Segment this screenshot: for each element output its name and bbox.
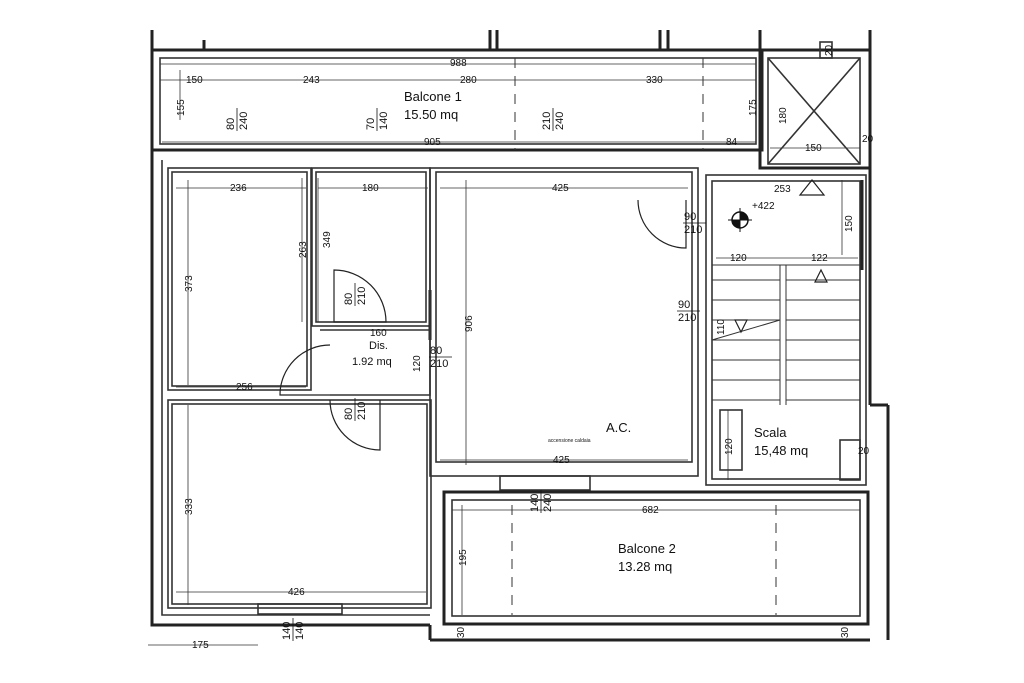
ac-label: A.C. bbox=[606, 420, 631, 435]
dim-682: 682 bbox=[642, 505, 659, 516]
dim-236: 236 bbox=[230, 183, 247, 194]
dim-180: 180 bbox=[362, 183, 379, 194]
dim-905: 905 bbox=[424, 137, 441, 148]
dis-area: 1.92 mq bbox=[352, 356, 392, 368]
balcone-2-outline bbox=[442, 490, 870, 626]
dim-160: 160 bbox=[370, 328, 387, 339]
dim-349: 349 bbox=[322, 231, 333, 248]
balcone-2-label: Balcone 2 bbox=[618, 541, 676, 556]
dim-120-dis: 120 bbox=[412, 355, 423, 372]
opening-width: 90 bbox=[678, 299, 690, 311]
dim-150-stair: 150 bbox=[805, 143, 822, 154]
bedroom-2-walls bbox=[167, 399, 432, 615]
dim-906: 906 bbox=[464, 315, 475, 332]
stair-shaft-box bbox=[758, 41, 872, 170]
dim-120-scala: 120 bbox=[724, 438, 735, 455]
dim-20-c: 20 bbox=[858, 446, 870, 457]
opening-width: 80 bbox=[225, 118, 237, 130]
dim-20-b: 20 bbox=[862, 134, 874, 145]
dis-label: Dis. bbox=[369, 340, 388, 352]
opening-height: 240 bbox=[238, 112, 250, 130]
dimension-lines bbox=[148, 63, 860, 646]
dim-253: 253 bbox=[774, 184, 791, 195]
opening-height: 210 bbox=[684, 224, 702, 236]
opening-height: 140 bbox=[378, 112, 390, 130]
opening-width: 80 bbox=[430, 345, 442, 357]
dim-120-stair: 120 bbox=[730, 253, 747, 264]
scala-label: Scala bbox=[754, 425, 787, 440]
opening-width: 80 bbox=[343, 408, 355, 420]
opening-height: 210 bbox=[356, 402, 368, 420]
dim-426: 426 bbox=[288, 587, 305, 598]
dim-150-v: 150 bbox=[844, 215, 855, 232]
opening-width: 140 bbox=[529, 494, 541, 512]
dim-180-stair: 180 bbox=[778, 107, 789, 124]
dim-373: 373 bbox=[184, 275, 195, 292]
top-wall-stubs bbox=[150, 30, 872, 50]
dashed-guide-lines bbox=[511, 58, 777, 615]
dim-256: 256 bbox=[236, 382, 253, 393]
balcone-1-area: 15.50 mq bbox=[404, 107, 458, 122]
opening-height: 140 bbox=[294, 622, 306, 640]
dim-333: 333 bbox=[184, 498, 195, 515]
dim-30-a: 30 bbox=[456, 626, 467, 638]
dim-175-bottom: 175 bbox=[192, 640, 209, 651]
level-value: +422 bbox=[752, 201, 775, 212]
dim-84: 84 bbox=[726, 137, 738, 148]
living-room-walls bbox=[429, 167, 699, 491]
balcone-2-area: 13.28 mq bbox=[618, 559, 672, 574]
dim-122-stair: 122 bbox=[811, 253, 828, 264]
stair-area bbox=[705, 174, 867, 486]
balcone-1-label: Balcone 1 bbox=[404, 89, 462, 104]
opening-height: 240 bbox=[542, 494, 554, 512]
level-symbol bbox=[728, 208, 752, 232]
dim-425-ac: 425 bbox=[553, 455, 570, 466]
dim-175-stair: 175 bbox=[748, 99, 759, 116]
ac-small-label: accensione caldaia bbox=[548, 438, 591, 444]
dim-30-b: 30 bbox=[840, 626, 851, 638]
dim-243: 243 bbox=[303, 75, 320, 86]
dim-425-top: 425 bbox=[552, 183, 569, 194]
opening-width: 70 bbox=[365, 118, 377, 130]
opening-height: 240 bbox=[554, 112, 566, 130]
opening-height: 210 bbox=[430, 358, 448, 370]
opening-width: 210 bbox=[541, 112, 553, 130]
dim-110: 110 bbox=[716, 319, 727, 335]
main-outer-wall bbox=[150, 150, 890, 642]
bedroom-1-walls bbox=[167, 167, 312, 391]
opening-width: 80 bbox=[343, 293, 355, 305]
opening-height: 210 bbox=[678, 312, 696, 324]
dim-330: 330 bbox=[646, 75, 663, 86]
opening-height: 210 bbox=[356, 287, 368, 305]
opening-width: 140 bbox=[281, 622, 293, 640]
dim-155: 155 bbox=[176, 99, 187, 116]
dim-280: 280 bbox=[460, 75, 477, 86]
opening-width: 90 bbox=[684, 211, 696, 223]
dim-263: 263 bbox=[298, 241, 309, 258]
dim-20-a: 20 bbox=[824, 44, 835, 56]
scala-area: 15,48 mq bbox=[754, 443, 808, 458]
dim-195: 195 bbox=[458, 549, 469, 566]
door-swings bbox=[279, 199, 687, 451]
dim-988: 988 bbox=[450, 58, 467, 69]
dim-150: 150 bbox=[186, 75, 203, 86]
